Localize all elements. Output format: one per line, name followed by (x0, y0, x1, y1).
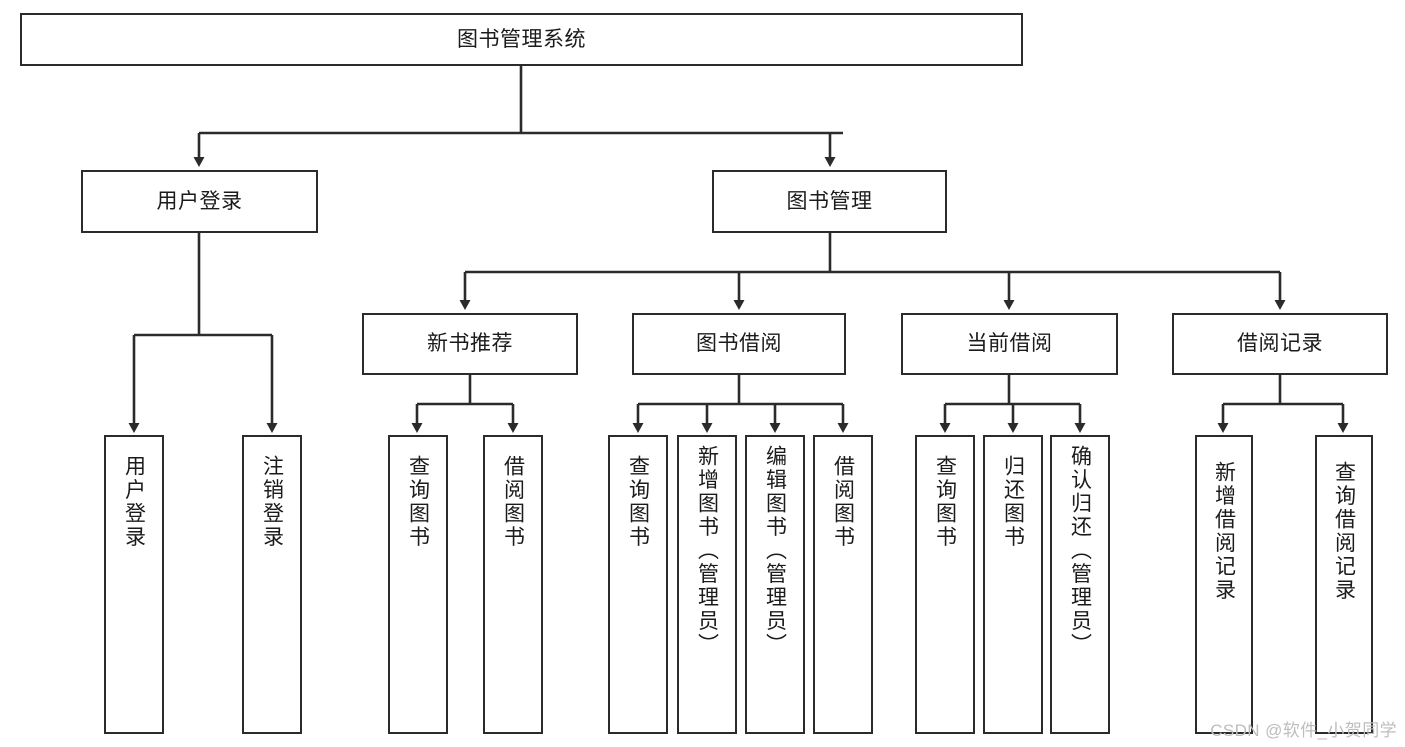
leaf-return-book-label: 归还图书 (1001, 455, 1025, 549)
leaf-user-login-label: 用户登录 (122, 455, 146, 549)
leaf-borrow-book-1[interactable]: 借阅图书 (483, 435, 543, 734)
node-current-borrow-label: 当前借阅 (966, 332, 1053, 356)
leaf-edit-book[interactable]: 编辑图书（管理员） (745, 435, 805, 734)
leaf-logout-login[interactable]: 注销登录 (242, 435, 302, 734)
leaf-borrow-book-1-label: 借阅图书 (501, 455, 525, 549)
node-borrow-record-label: 借阅记录 (1237, 332, 1323, 356)
leaf-add-book[interactable]: 新增图书（管理员） (677, 435, 737, 734)
csdn-watermark: CSDN @软件_小贺同学 (1210, 721, 1397, 740)
node-current-borrow[interactable]: 当前借阅 (901, 313, 1118, 375)
leaf-borrow-book-2[interactable]: 借阅图书 (813, 435, 873, 734)
node-book-borrow[interactable]: 图书借阅 (632, 313, 846, 375)
leaf-query-record[interactable]: 查询借阅记录 (1315, 435, 1373, 734)
leaf-logout-login-label: 注销登录 (260, 455, 284, 549)
node-user-login[interactable]: 用户登录 (81, 170, 318, 233)
node-book-borrow-label: 图书借阅 (696, 332, 782, 356)
leaf-borrow-book-2-label: 借阅图书 (831, 455, 855, 549)
leaf-query-book-3-label: 查询图书 (933, 455, 957, 549)
leaf-confirm-return-label: 确认归还（管理员） (1068, 445, 1092, 657)
node-new-book-recommend-label: 新书推荐 (427, 332, 513, 356)
leaf-add-book-label: 新增图书（管理员） (695, 445, 719, 657)
node-user-login-label: 用户登录 (156, 189, 243, 213)
leaf-user-login[interactable]: 用户登录 (104, 435, 164, 734)
leaf-query-book-1[interactable]: 查询图书 (388, 435, 448, 734)
node-borrow-record[interactable]: 借阅记录 (1172, 313, 1388, 375)
node-root[interactable]: 图书管理系统 (20, 13, 1023, 66)
node-book-manage[interactable]: 图书管理 (712, 170, 947, 233)
node-new-book-recommend[interactable]: 新书推荐 (362, 313, 578, 375)
leaf-query-book-1-label: 查询图书 (406, 455, 430, 549)
leaf-return-book[interactable]: 归还图书 (983, 435, 1043, 734)
leaf-add-record-label: 新增借阅记录 (1212, 461, 1236, 602)
leaf-query-record-label: 查询借阅记录 (1332, 461, 1356, 602)
leaf-add-record[interactable]: 新增借阅记录 (1195, 435, 1253, 734)
leaf-query-book-2[interactable]: 查询图书 (608, 435, 668, 734)
leaf-edit-book-label: 编辑图书（管理员） (763, 445, 787, 657)
leaf-query-book-3[interactable]: 查询图书 (915, 435, 975, 734)
node-root-label: 图书管理系统 (457, 27, 586, 51)
node-book-manage-label: 图书管理 (786, 189, 873, 213)
leaf-confirm-return[interactable]: 确认归还（管理员） (1050, 435, 1110, 734)
leaf-query-book-2-label: 查询图书 (626, 455, 650, 549)
